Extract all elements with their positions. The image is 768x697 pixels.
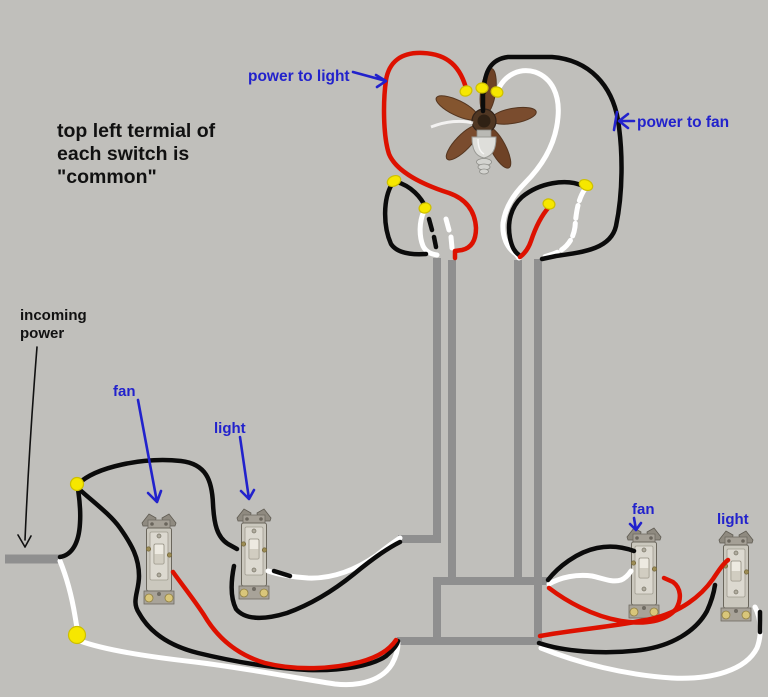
power-to-light-label: power to light [248,68,350,85]
black-wires [57,54,763,673]
wire-red-light-power-loop [381,50,479,261]
left-light-arrow [238,435,256,501]
wire-nut [67,625,87,645]
wire-black-incoming-to-nut [57,486,83,560]
wire-white-right-to-fanswitch [546,568,634,587]
right-light-label: light [717,511,749,528]
wire-red-left-fanswitch-run [170,569,399,671]
wire-white-incoming-to-nut [57,558,80,631]
wire-red-right-junction [517,204,552,260]
right-fan-label: fan [632,501,655,518]
power-to-fan-arrow [612,110,636,132]
blade-highlight-streak [430,119,474,129]
wire-white-bottom-left-run [77,638,401,688]
wire-black-left-junction-left-lobe [382,181,429,257]
wire-white-right-junction [541,186,588,260]
wire-black-nut-arc-to-lightswitch [75,457,240,552]
wire-white-left-junction [417,208,440,258]
wire-white-fan-loop [494,68,561,261]
common-note-line1: top left termial of [57,120,216,142]
red-wires [170,50,731,671]
left-fan-arrow [136,398,163,504]
wire-nut [386,174,402,188]
annotation-arrows [136,70,643,532]
wire-nut [542,198,556,210]
wire-red-right-swoop-to-fanswitch [546,575,683,625]
wire-nut [69,476,85,492]
wire-nut [490,86,504,98]
common-note-line2: each switch is [57,143,189,165]
wire-nut [418,202,432,214]
incoming-power-line2: power [20,325,64,342]
common-note-line3: "common" [57,166,157,188]
incoming-power-arrow [17,346,38,548]
wire-black-left-junction-dashes [426,216,439,250]
wire-black-right-arc-to-fanswitch-common [545,544,637,583]
left-fan-label: fan [113,383,136,400]
incoming-power-line1: incoming [20,307,87,324]
power-to-light-arrow [351,70,388,89]
wire-nut [475,82,489,94]
right-fan-arrow [628,516,643,532]
wire-black-white-splice-dash [271,568,293,579]
wire-black-right-bottom-to-lightswitch [536,582,718,655]
wire-nuts [67,82,594,645]
wire-black-lightswitch-loop-to-conduit [229,539,403,620]
wire-black-fan-power-arc [481,54,624,262]
wire-black-nut-to-fanswitch-run [76,486,401,673]
wire-nut [459,85,473,97]
annotation-texts: power to light power to fan top left ter… [20,68,749,528]
conduit-runs [5,258,548,645]
power-to-fan-label: power to fan [637,114,729,131]
wire-white-left-junction-dash [443,216,455,251]
wire-nut [578,178,594,192]
wire-black-right-junction-lobe [506,179,586,258]
left-light-label: light [214,420,246,437]
conduit-left-a [398,258,441,543]
wire-red-right-to-lightswitch-common [537,557,731,639]
